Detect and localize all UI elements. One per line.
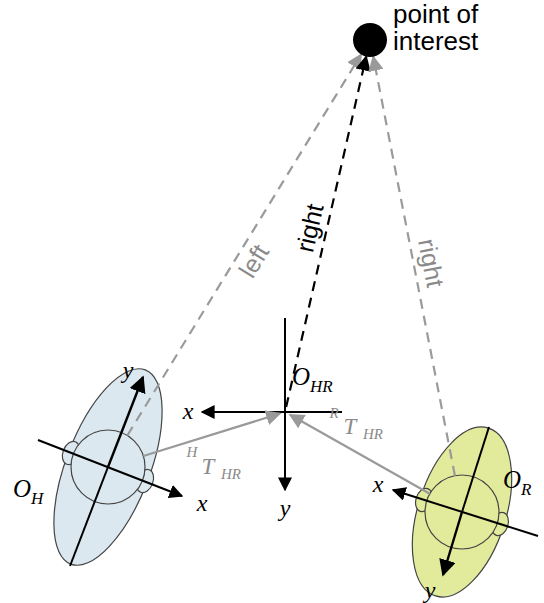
right-head <box>393 415 538 603</box>
frame-subscript: HR <box>310 378 333 396</box>
axis-label: x <box>373 472 384 496</box>
transform-arrow <box>290 415 430 494</box>
transform-superscript: H <box>187 445 198 460</box>
axis-label: y <box>425 578 436 602</box>
frame-name: O <box>292 364 310 390</box>
gaze-ray <box>373 57 455 476</box>
head-name: O <box>13 476 31 502</box>
transform-subscript: HR <box>221 467 241 482</box>
transform-subscript: HR <box>363 427 383 442</box>
axis-label: x <box>197 491 208 515</box>
poi-label: point of interest <box>393 1 533 56</box>
gaze-ray <box>286 57 366 407</box>
ray-label: right <box>292 201 327 254</box>
gaze-ray <box>127 54 361 435</box>
transform-symbol: T <box>344 415 357 438</box>
transform-symbol: T <box>202 455 215 478</box>
left-head-origin: OH <box>71 430 145 504</box>
right-head-origin: OR <box>425 475 499 549</box>
axis-label: y <box>123 358 134 382</box>
axis-label: y <box>280 496 291 520</box>
ray-label: left <box>235 241 274 283</box>
axis-label: x <box>183 399 194 423</box>
transform-superscript: R <box>329 406 338 421</box>
head-name: O <box>503 467 521 493</box>
frame-origin: OHR <box>280 407 290 417</box>
head-subscript: H <box>31 490 43 508</box>
head-subscript: R <box>521 481 531 499</box>
left-head <box>32 355 185 579</box>
transform-arrow <box>143 414 280 456</box>
ray-label: right <box>414 237 448 290</box>
point-of-interest: point of interest <box>353 23 387 57</box>
reference-frame <box>202 318 342 490</box>
